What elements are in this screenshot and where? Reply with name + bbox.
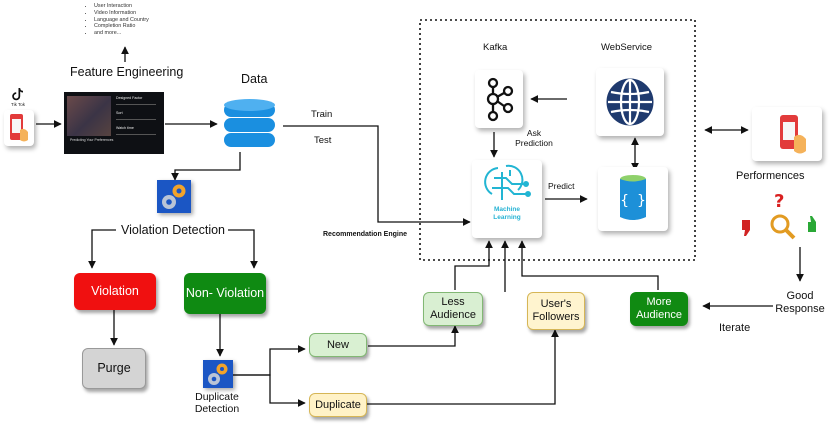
feature-list: User Interaction Video Information Langu… — [84, 3, 149, 37]
azure-cosmos-db-icon: { } — [598, 167, 668, 231]
duplicate-box: Duplicate — [309, 393, 367, 417]
duplicate-gear-icon — [203, 360, 233, 388]
panel-heading: Sort — [116, 111, 123, 115]
less-audience-box: Less Audience — [423, 292, 483, 326]
performances-title: Performences — [736, 170, 805, 182]
violation-box: Violation — [74, 273, 156, 310]
arrow-duplicate-to-followers — [367, 329, 559, 405]
panel-factors: Designed Factor Sort Watch time — [116, 96, 156, 135]
arrow-less-to-ml — [454, 240, 493, 290]
panel-heading: Watch time — [116, 126, 134, 130]
test-label: Test — [314, 135, 332, 146]
svg-text:?: ? — [774, 191, 784, 212]
webservice-globe-icon — [596, 68, 664, 136]
tiktok-phone-icon — [4, 110, 34, 146]
svg-text:{ }: { } — [620, 193, 645, 209]
feature-engineering-panel: Predicting Your Preferences Designed Fac… — [64, 92, 164, 154]
recommendation-engine-frame — [419, 19, 696, 261]
tiktok-icon — [11, 87, 25, 101]
feature-list-item: and more... — [94, 30, 149, 37]
train-label: Train — [311, 109, 333, 120]
machine-learning-label: Machine Learning — [493, 206, 521, 221]
feedback-icon: ? — [736, 190, 826, 244]
non-violation-box: Non- Violation — [184, 273, 266, 314]
panel-heading: Designed Factor — [116, 96, 143, 100]
arrow-to-non-violation — [228, 229, 258, 269]
feature-list-item: Language and Country — [94, 17, 149, 24]
feature-list-item: User Interaction — [94, 3, 149, 10]
kafka-icon — [475, 70, 523, 128]
machine-learning-icon: Machine Learning — [472, 160, 542, 238]
data-title: Data — [241, 72, 268, 86]
user-phone-icon — [752, 107, 822, 161]
violation-detection-title: Violation Detection — [121, 223, 226, 237]
arrow-more-to-ml — [518, 240, 659, 290]
users-followers-box: User's Followers — [527, 292, 585, 330]
database-icon — [222, 97, 277, 153]
feature-list-item: Video Information — [94, 10, 149, 17]
arrow-data-to-violation — [171, 152, 241, 181]
new-box: New — [309, 333, 367, 357]
arrow-new-to-less — [368, 325, 459, 347]
purge-box: Purge — [82, 348, 146, 389]
kafka-label: Kafka — [483, 42, 508, 53]
tiktok-label: Tik Tok — [11, 102, 26, 107]
predict-label: Predict — [548, 181, 575, 191]
violation-gear-icon — [157, 180, 191, 213]
recommendation-engine-label: Recommendation Engine — [323, 231, 408, 238]
feature-list-item: Completion Ratio — [94, 23, 149, 30]
feature-engineering-title: Feature Engineering — [70, 65, 184, 79]
good-response-label: Good Response — [775, 290, 825, 315]
arrow-train-to-ml — [283, 125, 471, 226]
ask-prediction-label: Ask Prediction — [515, 128, 553, 148]
arrow-to-violation — [88, 229, 116, 269]
video-thumbnail-image — [67, 96, 111, 136]
more-audience-box: More Audience — [630, 292, 688, 326]
duplicate-detection-label: Duplicate Detection — [194, 391, 240, 415]
webservice-label: WebService — [601, 42, 653, 53]
arrow-dupdet-to-new — [233, 345, 306, 376]
arrow-dupdet-to-duplicate — [233, 374, 306, 407]
iterate-label: Iterate — [719, 322, 751, 334]
panel-caption: Predicting Your Preferences — [70, 138, 114, 142]
